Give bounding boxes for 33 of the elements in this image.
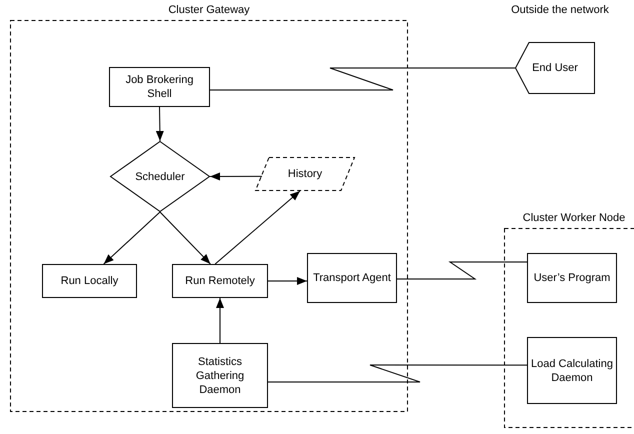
process-box [527, 337, 617, 404]
decision-diamond [110, 141, 210, 212]
node-label: End User [532, 61, 578, 75]
arrow [268, 277, 308, 285]
node-label: Scheduler [135, 170, 185, 184]
node-label: History [288, 167, 322, 181]
process-box [527, 253, 617, 303]
data-parallelogram [255, 157, 355, 191]
arrow [103, 212, 160, 264]
node-label: Transport Agent [313, 271, 391, 285]
network-link [210, 68, 516, 90]
node-label: Statistics Gathering Daemon [194, 354, 246, 396]
process-box [307, 253, 397, 303]
node-label: Job Brokering Shell [124, 73, 194, 101]
node-label: Run Remotely [185, 274, 255, 288]
arrow [160, 212, 211, 264]
arrow [216, 298, 224, 344]
process-box [172, 343, 268, 408]
node-label: User’s Program [534, 271, 610, 285]
process-box [172, 264, 268, 298]
network-link [396, 262, 528, 280]
display-shape [515, 42, 595, 94]
network-link [268, 364, 528, 382]
arrow [214, 190, 300, 264]
process-box [109, 67, 210, 107]
arrow [156, 106, 164, 142]
node-label: Load Calculating Daemon [531, 356, 613, 384]
region-label: Outside the network [510, 3, 610, 17]
process-box [42, 264, 137, 298]
node-label: Run Locally [60, 274, 118, 288]
group-heading: Cluster Gateway [167, 3, 251, 17]
arrow [210, 172, 262, 180]
group-heading: Cluster Worker Node [522, 211, 626, 225]
